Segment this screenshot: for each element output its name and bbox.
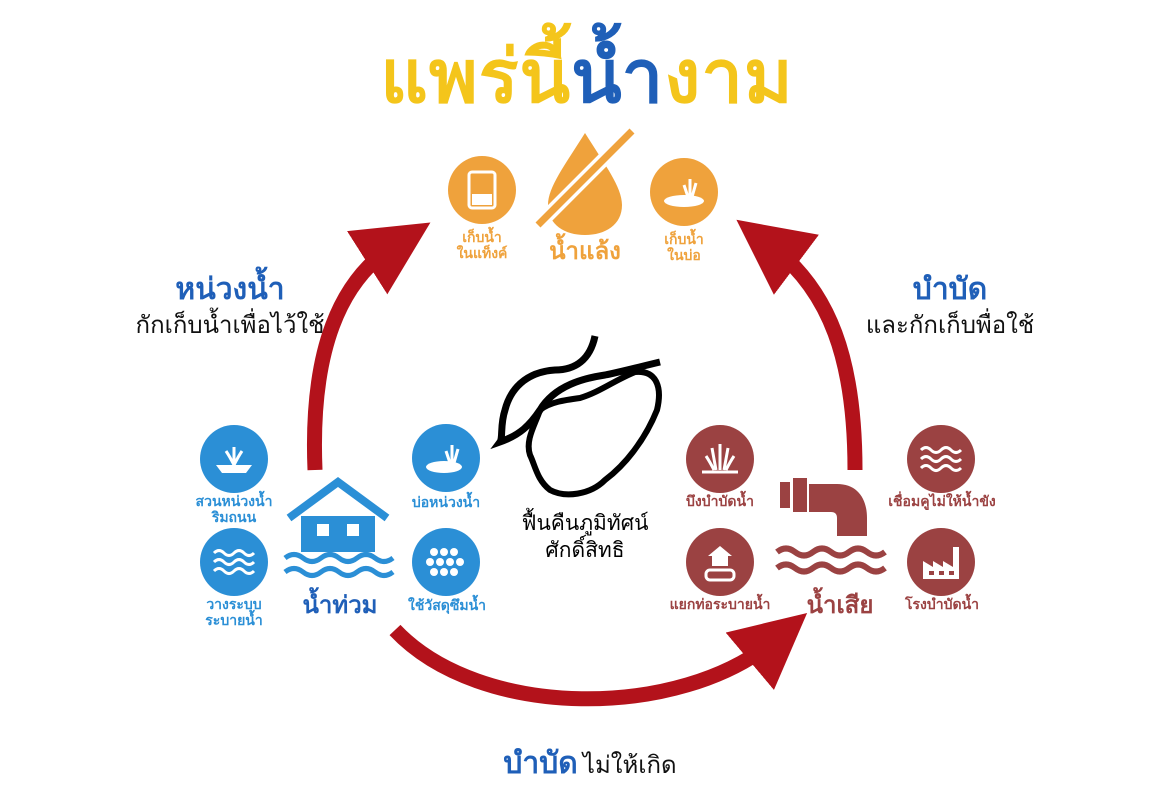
canal-connect-label: เชื่อมคูไม่ให้น้ำขัง xyxy=(888,494,996,510)
center-caption-line-2: ศักดิ์สิทธิ xyxy=(545,538,625,563)
drainage-label-line-1: วางระบบ xyxy=(206,597,262,613)
tank-label-line-1: เก็บน้ำ xyxy=(462,230,502,246)
bottom-arrow xyxy=(389,612,808,707)
flood-label: น้ำท่วม xyxy=(302,591,378,619)
title-part-3: งาม xyxy=(664,34,794,120)
bottom-arrow-heading: บำบัด xyxy=(503,746,578,781)
left-arrow xyxy=(306,222,431,471)
treatment-plant-label: โรงบำบัดน้ำ xyxy=(904,597,980,613)
canal-connect-icon xyxy=(907,425,975,493)
wetland-icon xyxy=(686,425,754,493)
tank-label-line-2: ในแท็งค์ xyxy=(456,246,508,263)
retention-pond-icon xyxy=(412,424,480,492)
permeable-material-icon xyxy=(412,528,480,596)
right-arrow xyxy=(736,219,863,471)
pond-storage-line-2: ในบ่อ xyxy=(667,248,701,265)
garden-label: สวนหน่วงน้ำ ริมถนน xyxy=(178,494,290,526)
title-part-2: น้ำ xyxy=(571,34,665,120)
no-water-drop-icon xyxy=(533,126,637,235)
bottom-arrow-caption: บำบัด ไม่ให้เกิด xyxy=(440,740,740,787)
center-caption-line-1: ฟื้นคืนภูมิทัศน์ xyxy=(521,511,649,535)
pond-storage-label: เก็บน้ำ ในบ่อ xyxy=(634,232,734,264)
permeable-label: ใช้วัสดุซึมน้ำ xyxy=(408,598,486,614)
tank-label: เก็บน้ำ ในแท็งค์ xyxy=(432,230,532,262)
water-tank-icon xyxy=(448,156,516,224)
pipe-separation-label: แยกท่อระบายน้ำ xyxy=(669,597,771,613)
drainage-label: วางระบบ ระบายน้ำ xyxy=(178,597,290,629)
roadside-garden-icon xyxy=(200,425,268,493)
treatment-plant-icon xyxy=(907,528,975,596)
center-caption: ฟื้นคืนภูมิทัศน์ ศักดิ์สิทธิ xyxy=(490,510,680,565)
right-arrow-subtext: และกักเก็บพื่อใช้ xyxy=(865,311,1035,339)
drought-label: น้ำแล้ง xyxy=(549,237,621,265)
pond-storage-line-1: เก็บน้ำ xyxy=(664,232,704,248)
garden-label-line-2: ริมถนน xyxy=(211,510,257,527)
province-map-icon xyxy=(490,335,662,498)
drainage-waves-icon xyxy=(200,528,268,596)
right-arrow-heading: บำบัด xyxy=(912,272,988,307)
pond-label: บ่อหน่วงน้ำ xyxy=(411,495,481,511)
wastewater-pipe-icon xyxy=(775,478,887,575)
page-title: แพร่นี้น้ำงาม xyxy=(0,40,1174,114)
pond-storage-icon xyxy=(650,158,718,226)
drainage-label-line-2: ระบายน้ำ xyxy=(205,613,263,630)
title-part-1: แพร่นี้ xyxy=(380,34,572,120)
left-arrow-subtext: กักเก็บน้ำเพื่อไว้ใช้ xyxy=(135,311,325,339)
left-arrow-heading: หน่วงน้ำ xyxy=(175,272,285,307)
pipe-separation-icon xyxy=(686,528,754,596)
flooded-house-icon xyxy=(283,477,395,578)
garden-label-line-1: สวนหน่วงน้ำ xyxy=(195,494,273,510)
wetland-label: บึงบำบัดน้ำ xyxy=(686,494,754,510)
bottom-arrow-subtext: ไม่ให้เกิด xyxy=(582,751,677,779)
wastewater-label: น้ำเสีย xyxy=(806,591,874,619)
